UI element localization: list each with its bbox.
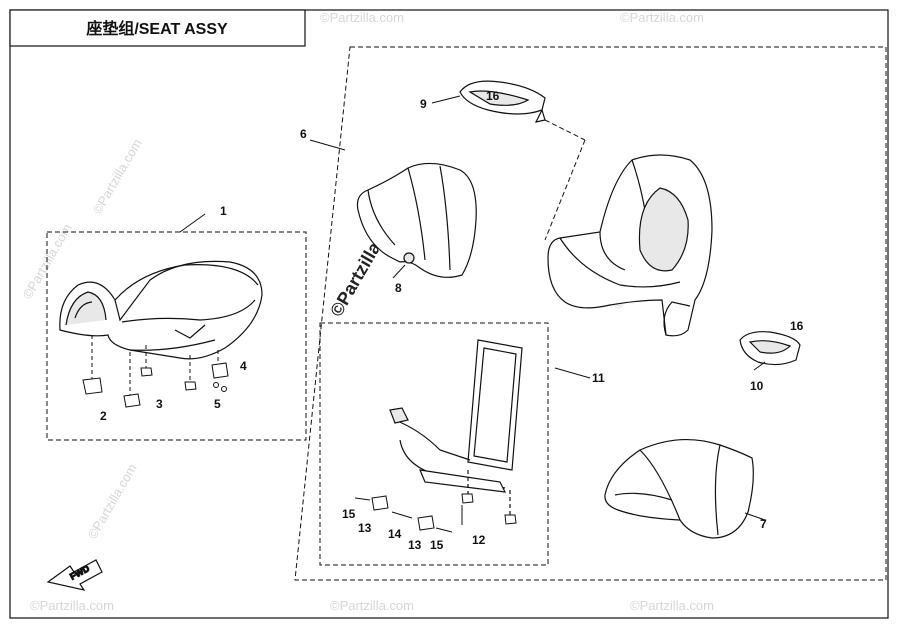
callout-15a[interactable]: 15: [342, 507, 356, 521]
frame-group-box: [319, 322, 549, 566]
callout-4[interactable]: 4: [240, 359, 247, 373]
watermark: ©Partzilla.com: [90, 136, 145, 216]
seat-hardware[interactable]: [82, 335, 229, 408]
seat-assembly-box: [294, 46, 887, 581]
bracket-2b[interactable]: [123, 393, 141, 408]
callout-7[interactable]: 7: [760, 517, 767, 531]
seat-group-box: [46, 231, 307, 441]
connector-lines: [179, 95, 766, 521]
nut-3b[interactable]: [184, 381, 197, 391]
callout-13b[interactable]: 13: [408, 538, 422, 552]
seat-shell-part[interactable]: [547, 154, 713, 337]
callout-2[interactable]: 2: [100, 409, 107, 423]
seat-frame-part[interactable]: [389, 339, 523, 515]
callout-6[interactable]: 6: [300, 127, 307, 141]
callout-14[interactable]: 14: [388, 527, 402, 541]
page-title: 座垫组/SEAT ASSY: [85, 19, 228, 38]
backrest-pad-part[interactable]: [356, 162, 477, 278]
callouts: 1 2 3 4 5 6 7 8 9 10 11 12 13 13 14 15 1…: [100, 89, 804, 552]
clip-4[interactable]: [211, 362, 229, 379]
watermark: ©Partzilla.com: [330, 598, 414, 613]
watermark: ©Partzilla.com: [85, 461, 140, 541]
side-pad-part[interactable]: [739, 331, 801, 366]
nut-3[interactable]: [140, 367, 153, 377]
callout-5[interactable]: 5: [214, 397, 221, 411]
callout-3[interactable]: 3: [156, 397, 163, 411]
bracket-2[interactable]: [82, 377, 103, 395]
watermark: ©Partzilla.com: [30, 598, 114, 613]
callout-10[interactable]: 10: [750, 379, 764, 393]
callout-8[interactable]: 8: [395, 281, 402, 295]
fwd-arrow-icon: FWD: [46, 559, 103, 591]
frame-hardware[interactable]: [354, 493, 517, 533]
callout-13a[interactable]: 13: [358, 521, 372, 535]
outer-border: [9, 9, 889, 619]
watermark: ©Partzilla.com: [630, 598, 714, 613]
screw-5b[interactable]: [221, 386, 227, 392]
callout-16b[interactable]: 16: [790, 319, 804, 333]
seat-cushion-part[interactable]: [59, 260, 263, 360]
screw-5[interactable]: [213, 382, 219, 388]
headrest-pad-part[interactable]: [459, 80, 546, 123]
watermark: ©Partzilla.com: [320, 10, 404, 25]
title-box: [9, 9, 306, 47]
callout-9[interactable]: 9: [420, 97, 427, 111]
callout-15b[interactable]: 15: [430, 538, 444, 552]
callout-1[interactable]: 1: [220, 204, 227, 218]
callout-12[interactable]: 12: [472, 533, 486, 547]
callout-11[interactable]: 11: [592, 371, 605, 385]
rear-cover-part[interactable]: [604, 438, 754, 539]
callout-16a[interactable]: 16: [486, 89, 500, 103]
watermark: ©Partzilla.com: [620, 10, 704, 25]
